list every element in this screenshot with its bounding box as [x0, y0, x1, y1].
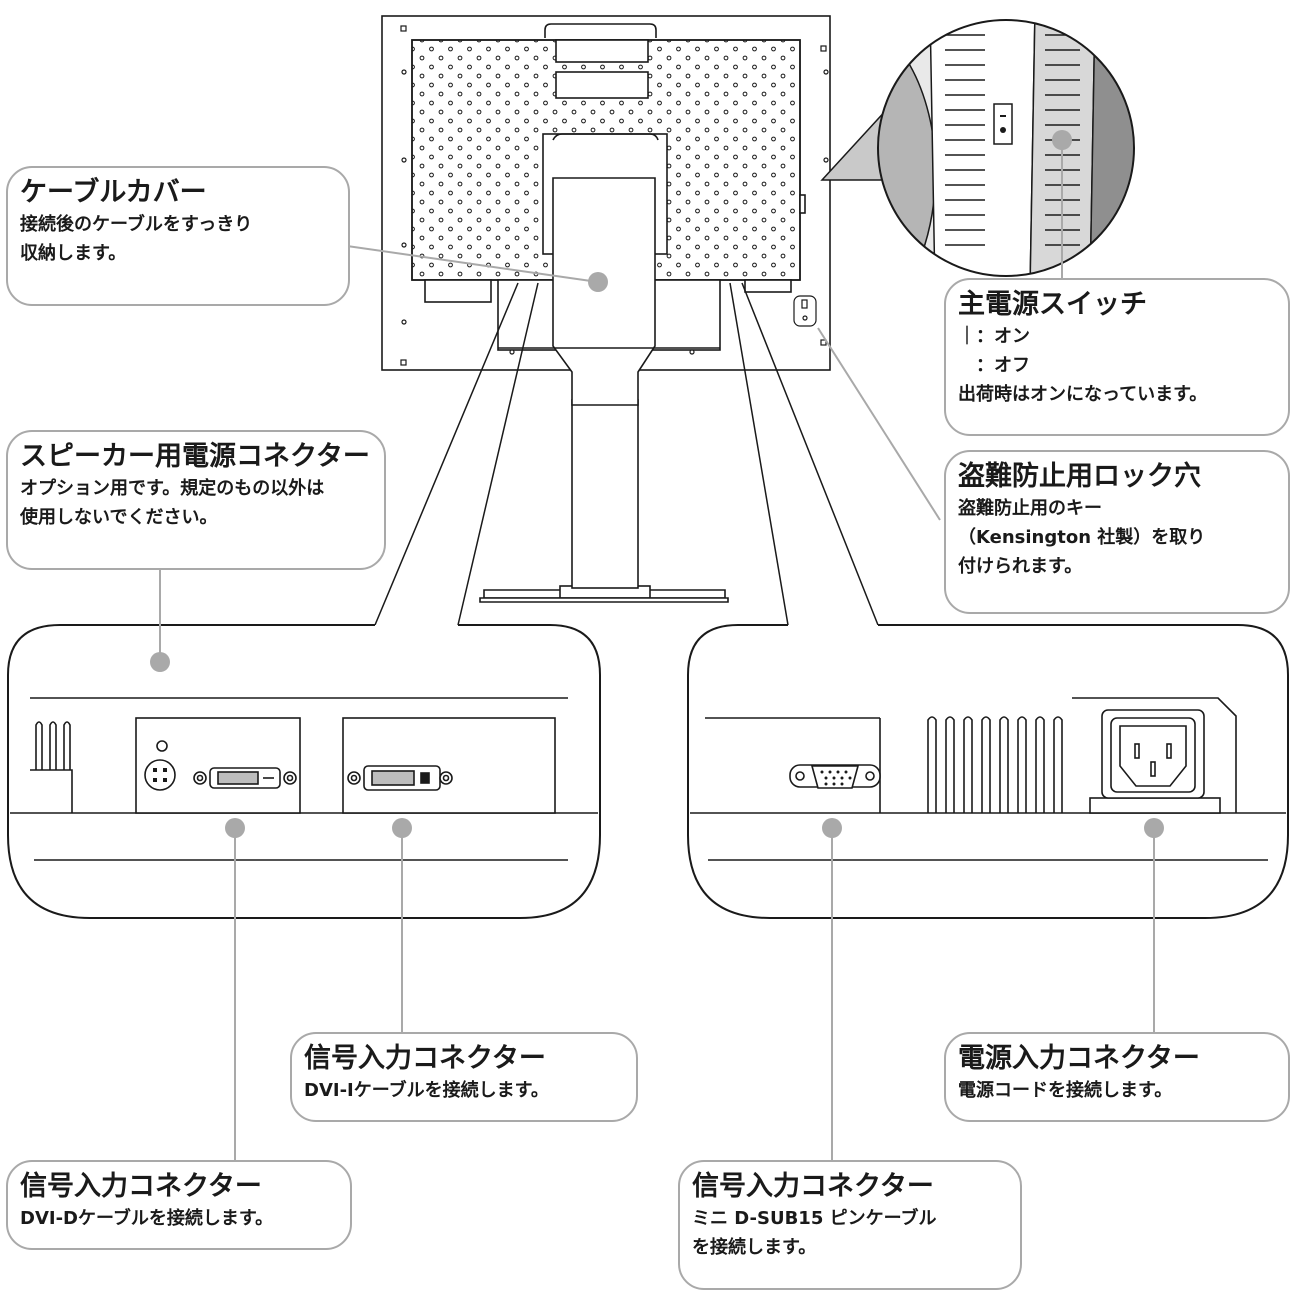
speaker-power-connector-callout: スピーカー用電源コネクター オプション用です。規定のもの以外は 使用しないでくだ…: [6, 430, 386, 570]
dvi-d-input-callout: 信号入力コネクター DVI-Dケーブルを接続します。: [6, 1160, 352, 1250]
callout-title: 信号入力コネクター: [692, 1171, 934, 1202]
callout-text: 出荷時はオンになっています。: [958, 384, 1208, 406]
cable-cover-callout: ケーブルカバー 接続後のケーブルをすっきり 収納します。: [6, 166, 350, 306]
callout-title: ケーブルカバー: [20, 177, 207, 208]
callout-text: ｜：オン: [958, 325, 1030, 347]
right-connector-panel: [690, 697, 1286, 861]
power-switch-closeup: [878, 20, 1134, 276]
callout-title: 信号入力コネクター: [20, 1171, 262, 1202]
callout-text: 使用しないでください。: [20, 506, 218, 528]
leader-lines: [159, 140, 1155, 1160]
callout-text: ：オフ: [958, 354, 1030, 376]
callout-text: を接続します。: [692, 1236, 817, 1258]
screw-marks: [400, 25, 829, 366]
callout-title: 電源入力コネクター: [958, 1043, 1200, 1074]
leader-markers: [150, 130, 1164, 838]
callout-title: 主電源スイッチ: [958, 289, 1147, 320]
callout-text: 盗難防止用のキー: [958, 497, 1102, 519]
callout-title: 信号入力コネクター: [304, 1043, 546, 1074]
callout-text: 電源コードを接続します。: [958, 1079, 1173, 1101]
callout-text: 収納します。: [20, 242, 127, 264]
monitor-back: [381, 15, 831, 406]
security-lock-slot-callout: 盗難防止用ロック穴 盗難防止用のキー （Kensington 社製）を取り 付け…: [944, 450, 1290, 614]
callout-text: 接続後のケーブルをすっきり: [20, 213, 253, 235]
stand: [479, 399, 729, 603]
callout-title: 盗難防止用ロック穴: [958, 461, 1201, 492]
dvi-i-input-callout: 信号入力コネクター DVI-Iケーブルを接続します。: [290, 1032, 638, 1122]
callout-text: オプション用です。規定のもの以外は: [20, 477, 325, 499]
power-input-connector-callout: 電源入力コネクター 電源コードを接続します。: [944, 1032, 1290, 1122]
callout-text: （Kensington 社製）を取り: [958, 526, 1206, 548]
callout-title: スピーカー用電源コネクター: [20, 441, 370, 472]
callout-text: DVI-Dケーブルを接続します。: [20, 1207, 274, 1229]
d-sub-input-callout: 信号入力コネクター ミニ D-SUB15 ピンケーブル を接続します。: [678, 1160, 1022, 1290]
left-connector-panel: [10, 697, 598, 861]
zoom-lines: [374, 282, 879, 626]
callout-text: 付けられます。: [958, 556, 1083, 578]
callout-text: DVI-Iケーブルを接続します。: [304, 1079, 549, 1101]
callout-text: ミニ D-SUB15 ピンケーブル: [692, 1207, 937, 1229]
main-power-switch-callout: 主電源スイッチ ｜：オン ：オフ 出荷時はオンになっています。: [944, 278, 1290, 436]
